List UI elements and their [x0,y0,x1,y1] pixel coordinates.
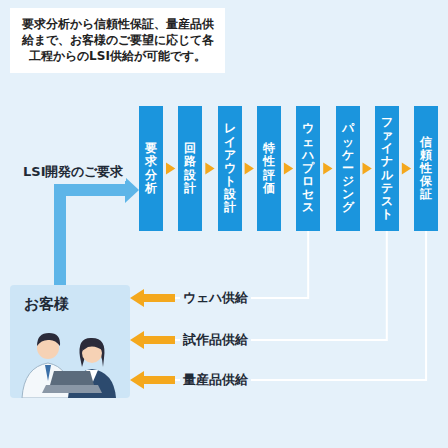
step-label: パッケージング [342,122,354,214]
edge-label: ウェハ供給 [180,290,251,307]
connector [402,163,411,175]
step-arrow [205,163,214,175]
process-step: ファイナルテスト [375,106,399,231]
supply-arrow [144,336,175,344]
customer-label: お客様 [24,295,116,314]
connector [166,163,175,175]
supply-arrow [144,376,175,384]
step-label: ファイナルテスト [381,116,393,222]
step-label: 回路設計 [184,142,196,195]
intro-box: 要求分析から信頼性保証、量産品供給まで、お客様のご要望に応じて各工程からのLSI… [10,8,225,73]
intro-text: 要求分析から信頼性保証、量産品供給まで、お客様のご要望に応じて各工程からのLSI… [20,16,215,65]
supply-line [175,231,426,380]
step-label: 要求分析 [145,142,157,195]
man-hair [37,333,60,346]
supply-arrow [144,294,175,302]
edge-label: LSI開発のご要求 [20,164,126,181]
process-step: レイアウト設計 [218,106,242,231]
edge-label: 試作品供給 [180,332,251,349]
man-tie [45,365,51,381]
connector [245,163,254,175]
request-arrow [60,190,126,285]
arrow-head [130,331,144,349]
process-step: 要求分析 [139,106,163,231]
connector [323,163,332,175]
process-step: 特性評価 [257,106,281,231]
laptop-base [42,385,102,393]
step-label: 信頼性保証 [420,136,432,202]
process-step: 回路設計 [178,106,202,231]
arrow-head [130,289,144,307]
connector [363,163,372,175]
arrow-head [130,371,144,389]
woman-hair-back [80,338,105,367]
process-step: パッケージング [336,106,360,231]
arrow-head [125,177,139,203]
supply-line [175,231,387,340]
connector [60,177,139,285]
process-step: ウェハプロセス [296,106,320,231]
connector [130,231,308,307]
step-arrow [245,163,254,175]
step-label: ウェハプロセス [302,122,314,214]
step-label: 特性評価 [263,142,275,195]
step-label: レイアウト設計 [224,122,236,214]
customer-box: お客様 [10,285,130,398]
woman-hair [82,341,103,351]
step-arrow [363,163,372,175]
step-arrow [166,163,175,175]
process-step: 信頼性保証 [414,106,438,231]
step-arrow [323,163,332,175]
connector [130,231,387,349]
connector [130,231,426,389]
step-arrow [284,163,293,175]
connector [205,163,214,175]
supply-line [175,231,308,298]
step-arrow [402,163,411,175]
laptop-screen [50,371,94,385]
edge-label: 量産品供給 [180,372,251,389]
connector [284,163,293,175]
